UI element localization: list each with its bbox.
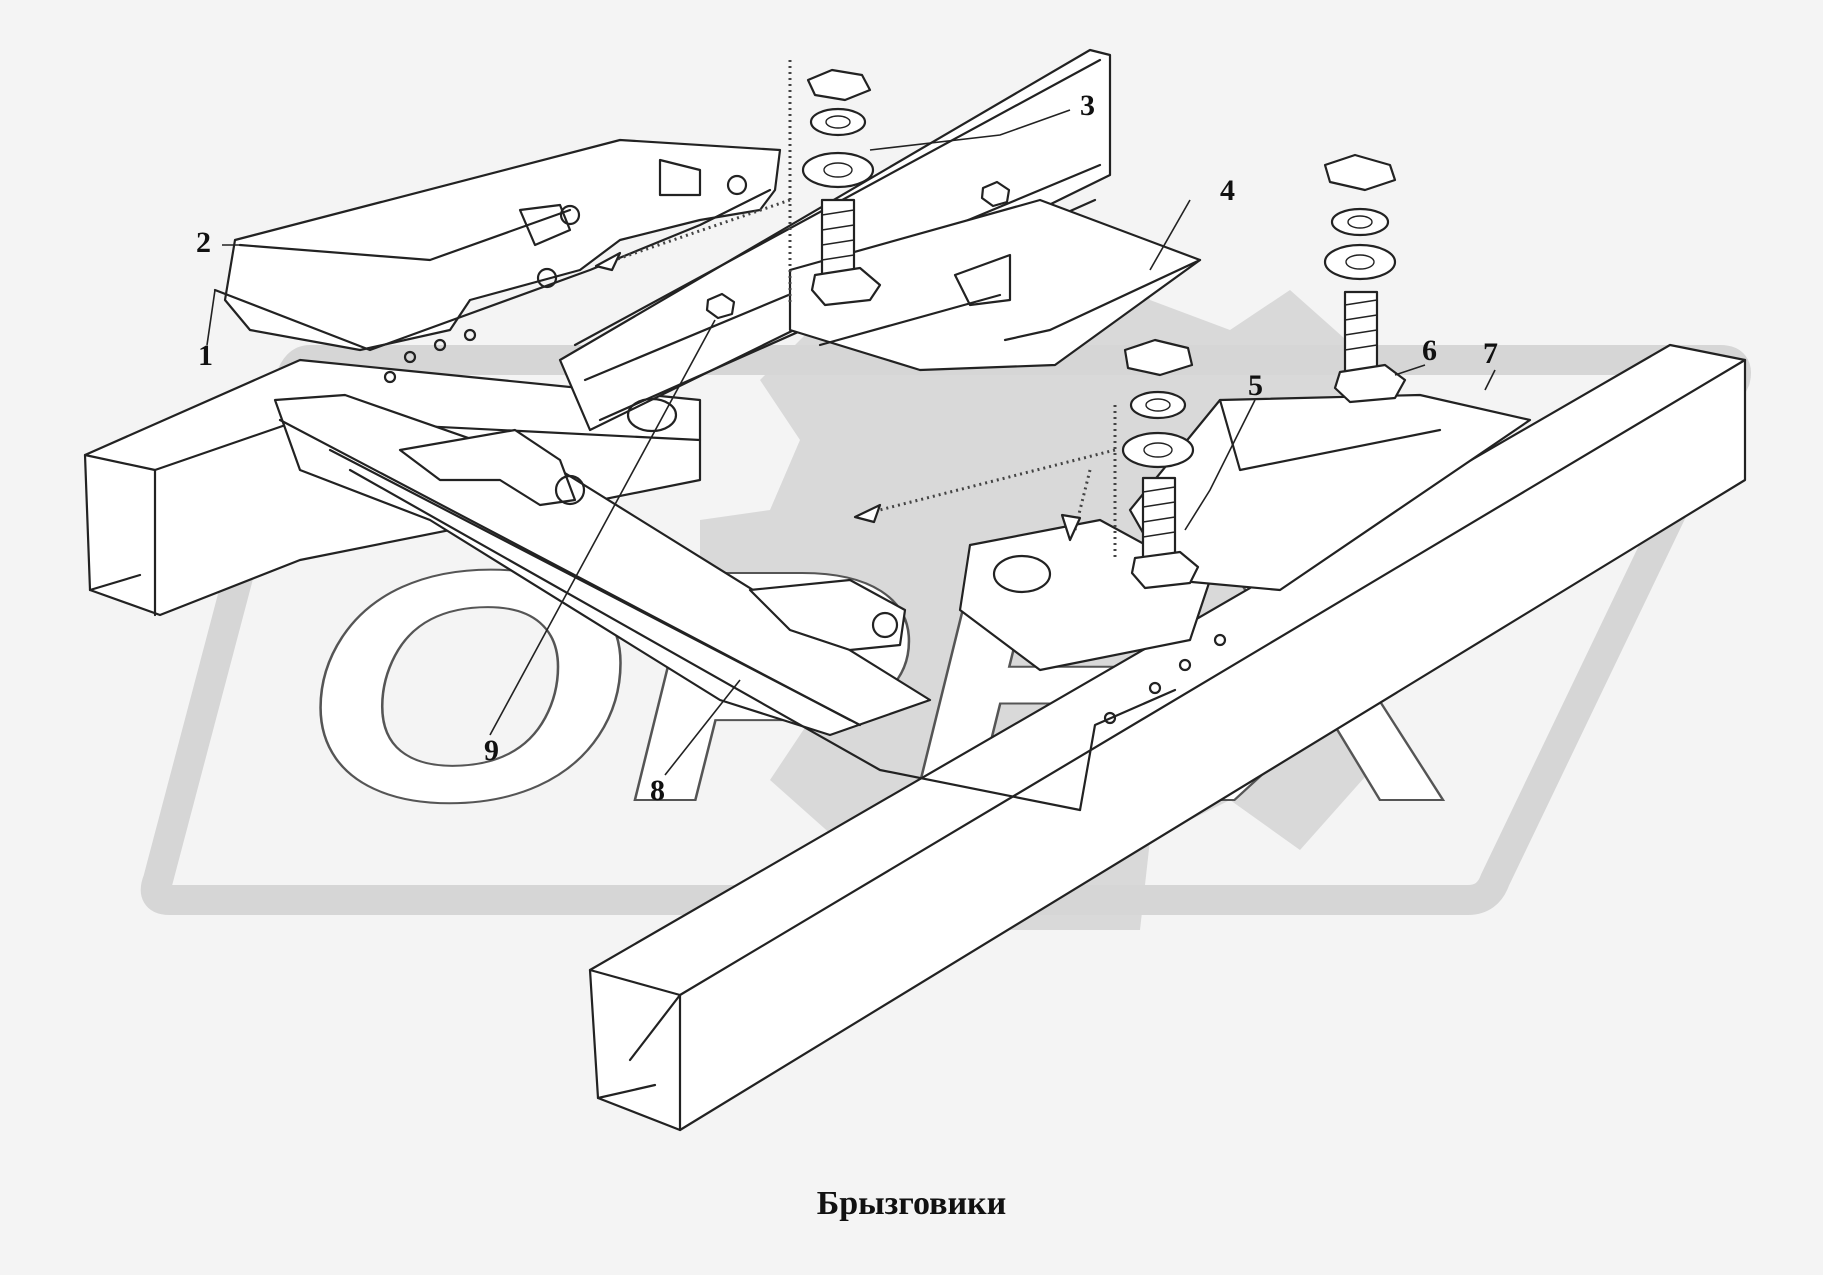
mudguard-center	[788, 198, 1202, 372]
fastener-set-3	[801, 68, 882, 307]
mudguard-lower	[273, 393, 1177, 812]
callout-leaders	[206, 109, 1496, 776]
callouts: 1 2 3 4 5 6 7 8 9	[196, 89, 1498, 807]
callout-1: 1	[198, 339, 213, 372]
callout-8: 8	[650, 774, 665, 807]
callout-7: 7	[1483, 337, 1498, 370]
callout-5: 5	[1248, 369, 1263, 402]
callout-2: 2	[196, 226, 211, 259]
callout-4: 4	[1220, 174, 1235, 207]
callout-9: 9	[484, 734, 499, 767]
callout-3: 3	[1080, 89, 1095, 122]
small-nuts	[705, 180, 1011, 320]
frame-holes	[383, 328, 1227, 725]
assembly-arrows	[594, 60, 1117, 560]
callout-6: 6	[1422, 334, 1437, 367]
mudguard-left	[213, 138, 782, 352]
frame-rail-right	[588, 343, 1747, 1132]
fastener-set-5	[1121, 338, 1200, 590]
diagram-caption: Брызговики	[816, 1185, 1007, 1222]
fastener-set-6	[1323, 153, 1407, 404]
